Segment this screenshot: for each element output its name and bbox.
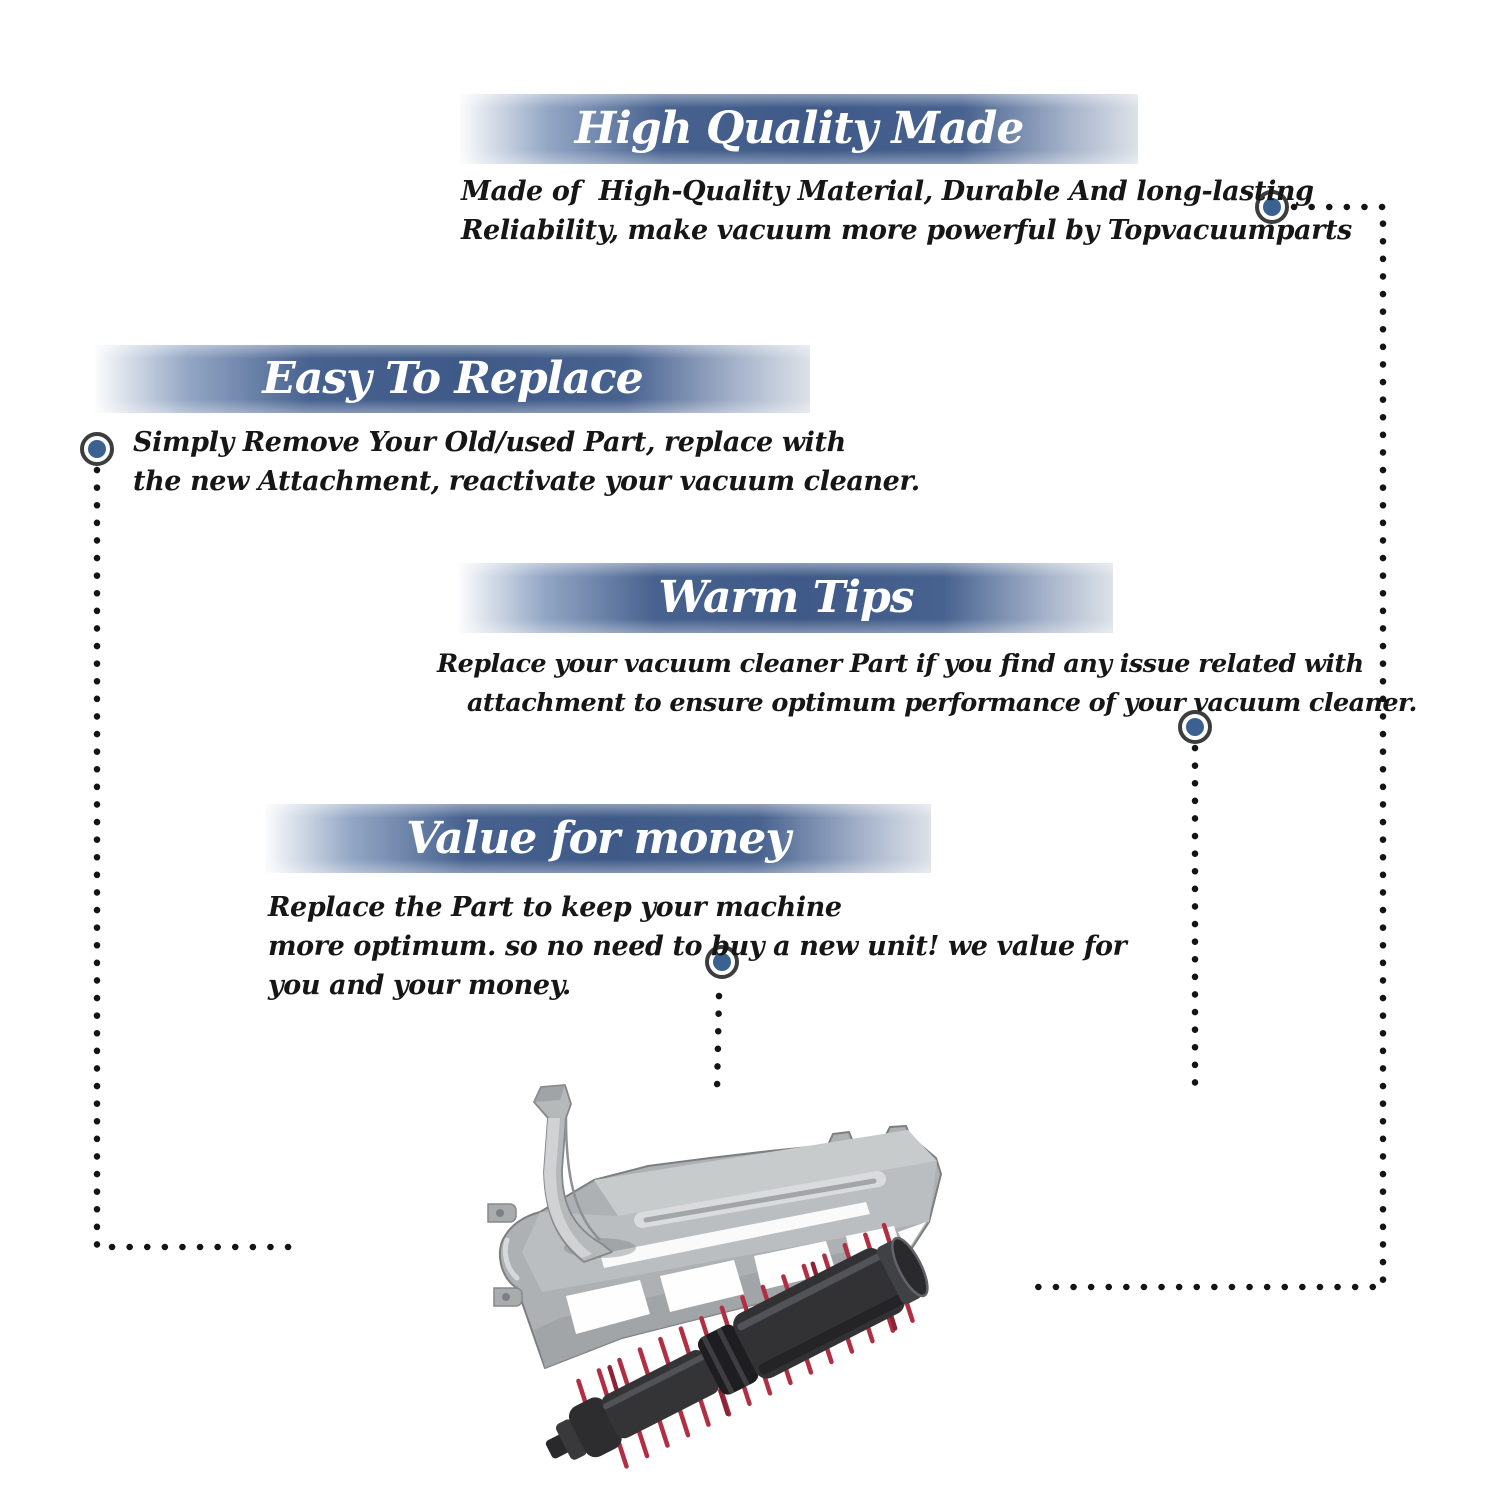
section-banner: Warm Tips (459, 563, 1113, 633)
brushroll-illustration (545, 1222, 929, 1469)
screw-tab (493, 1287, 523, 1307)
brushroll-end-cap (891, 1236, 929, 1298)
section-body: Simply Remove Your Old/used Part, replac… (133, 423, 920, 501)
section-title: Value for money (406, 812, 791, 864)
section-banner: High Quality Made (460, 94, 1138, 164)
product-photo (487, 1084, 942, 1469)
section-title: Warm Tips (658, 572, 914, 623)
callout-bullet-value-for-money (705, 945, 739, 979)
callout-line-value-for-money (713, 992, 723, 1094)
callout-bullet-high-quality (1255, 190, 1289, 224)
section-title: Easy To Replace (262, 353, 643, 404)
body-line: Made of High-Quality Material, Durable A… (461, 176, 1314, 207)
section-banner: Easy To Replace (95, 345, 810, 413)
soleplate-neck (533, 1084, 613, 1263)
callout-bullet-easy-to-replace (80, 432, 114, 466)
section-body: Replace your vacuum cleaner Part if you … (437, 645, 1417, 723)
body-line: Replace your vacuum cleaner Part if you … (437, 649, 1364, 679)
bristles (576, 1222, 915, 1469)
callout-line-high-quality (1033, 203, 1387, 1291)
body-line: Reliability, make vacuum more powerful b… (461, 215, 1352, 246)
screw-tab (487, 1203, 517, 1223)
section-banner: Value for money (265, 804, 931, 873)
callout-line-easy-to-replace (93, 466, 294, 1251)
body-line: more optimum. so no need to buy a new un… (268, 931, 1127, 962)
body-line: you and your money. (268, 970, 571, 1001)
section-body: Replace the Part to keep your machine mo… (268, 888, 1127, 1005)
section-title: High Quality Made (574, 103, 1025, 154)
body-line: attachment to ensure optimum performance… (467, 688, 1417, 718)
callout-bullet-warm-tips (1178, 710, 1212, 744)
body-line: Replace the Part to keep your machine (268, 892, 842, 923)
section-body: Made of High-Quality Material, Durable A… (461, 172, 1352, 250)
body-line: the new Attachment, reactivate your vacu… (133, 466, 920, 497)
body-line: Simply Remove Your Old/used Part, replac… (133, 427, 846, 458)
